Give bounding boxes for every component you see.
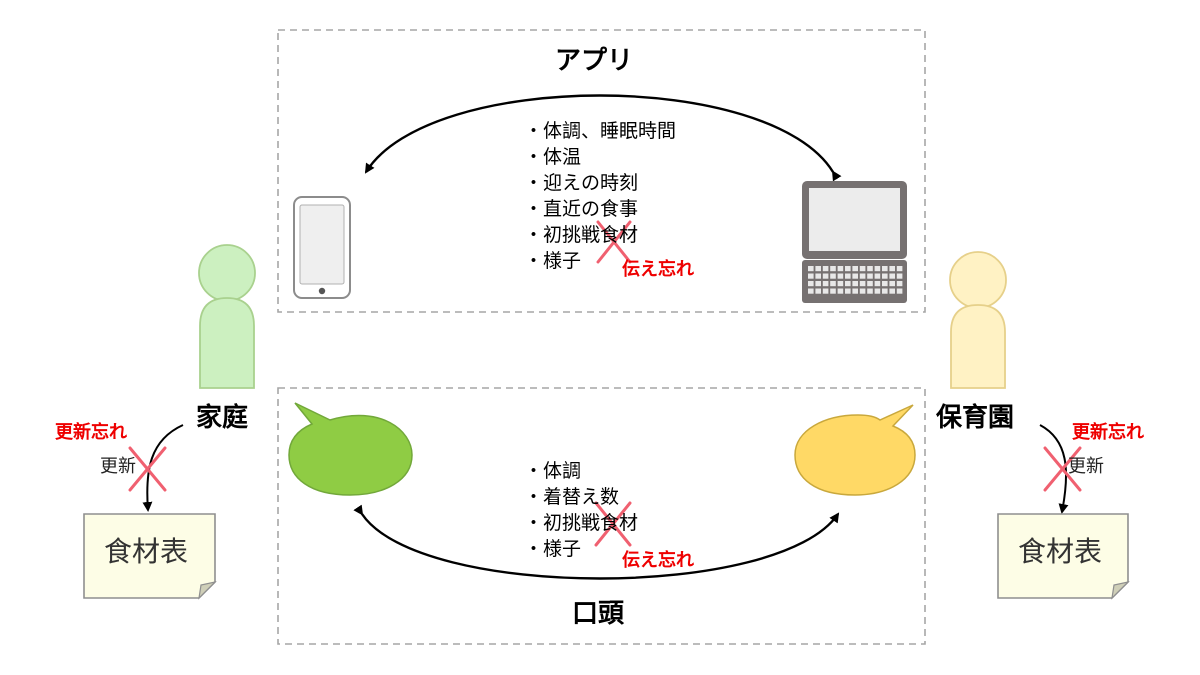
daycare-update-label: 更新 <box>1068 456 1104 477</box>
app-section-box <box>277 29 926 313</box>
daycare-update-arrow <box>1039 424 1069 514</box>
app-item: 体調、睡眠時間 <box>524 122 676 148</box>
app-double-arrow <box>364 94 842 182</box>
home-update-forgot-label: 更新忘れ <box>55 422 127 443</box>
app-item: 初挑戦食材 <box>524 226 676 252</box>
home-ingredient-document <box>83 513 217 600</box>
home-update-cross-icon <box>128 446 167 492</box>
verbal-item: 体調 <box>524 462 638 488</box>
smartphone-icon <box>293 196 351 299</box>
home-speech-bubble <box>288 402 413 496</box>
verbal-section-title: 口頭 <box>572 599 625 629</box>
app-item: 体温 <box>524 148 676 174</box>
verbal-item: 様子 <box>524 540 638 566</box>
verbal-item: 着替え数 <box>524 488 638 514</box>
daycare-document-label: 食材表 <box>1018 535 1103 568</box>
app-item: 様子 <box>524 252 676 278</box>
verbal-item-list: 体調 着替え数 初挑戦食材 様子 <box>524 462 638 566</box>
verbal-forgot-label: 伝え忘れ <box>622 550 694 571</box>
daycare-speech-bubble <box>794 404 916 496</box>
app-item: 迎えの時刻 <box>524 174 676 200</box>
laptop-icon <box>802 181 907 303</box>
home-label: 家庭 <box>196 403 249 433</box>
verbal-section-box <box>277 387 926 645</box>
daycare-ingredient-document <box>997 513 1130 600</box>
app-section-title: アプリ <box>555 46 634 76</box>
verbal-double-arrow <box>353 504 840 580</box>
app-forgot-label: 伝え忘れ <box>622 259 694 280</box>
daycare-update-cross-icon <box>1043 446 1082 492</box>
daycare-label: 保育園 <box>936 403 1015 433</box>
verbal-item: 初挑戦食材 <box>524 514 638 540</box>
daycare-update-forgot-label: 更新忘れ <box>1072 422 1144 443</box>
home-person-icon <box>198 244 256 389</box>
home-update-arrow <box>142 424 184 512</box>
home-update-label: 更新 <box>100 456 136 477</box>
app-item-list: 体調、睡眠時間 体温 迎えの時刻 直近の食事 初挑戦食材 様子 <box>524 122 676 278</box>
daycare-person-icon <box>949 251 1007 389</box>
home-document-label: 食材表 <box>104 535 189 568</box>
app-item: 直近の食事 <box>524 200 676 226</box>
